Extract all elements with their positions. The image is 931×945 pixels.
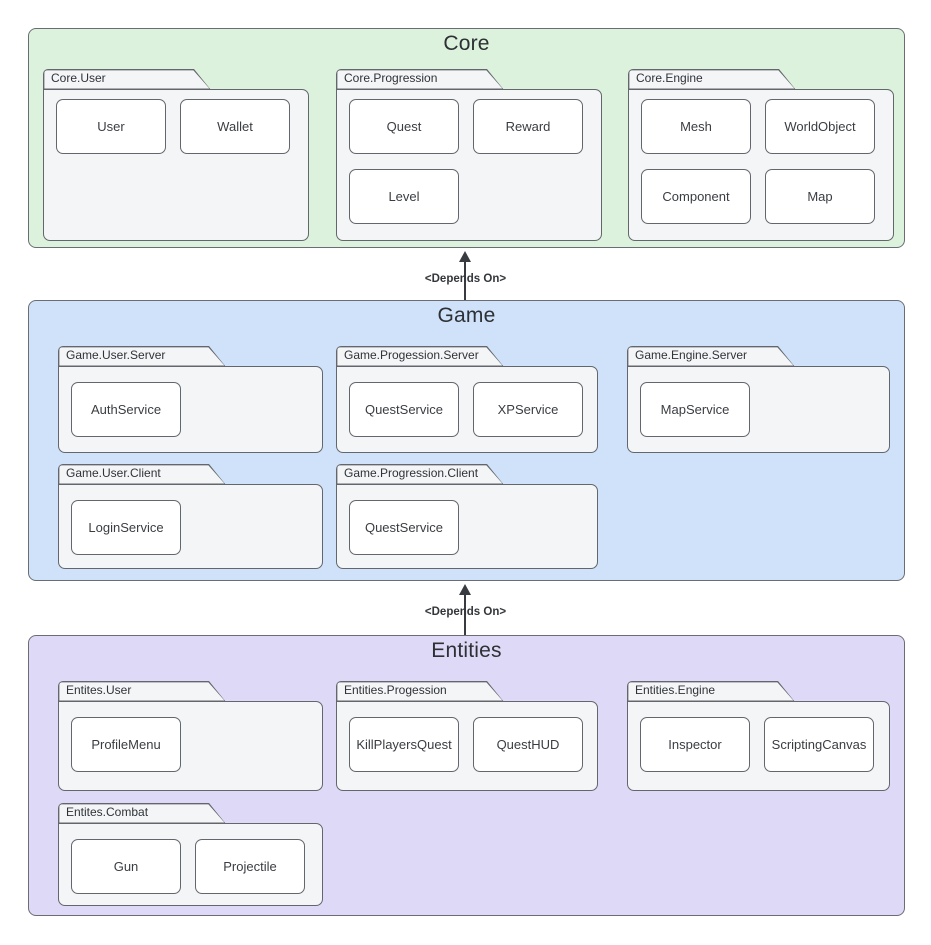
class-box-wallet: Wallet <box>180 98 290 154</box>
class-box-mesh: Mesh <box>641 98 751 154</box>
package-label: Entites.Combat <box>66 805 149 819</box>
layer-entities: Entities Entites.User ProfileMenu Entiti… <box>28 635 905 916</box>
package-label: Game.Progession.Server <box>344 348 479 362</box>
package-tab: Entites.User <box>58 681 226 702</box>
package-body: LoginService <box>58 483 323 569</box>
package-game-engine-server: Game.Engine.Server MapService <box>627 346 890 453</box>
class-box-reward: Reward <box>473 98 583 154</box>
package-body: Gun Projectile <box>58 822 323 906</box>
class-box-questhud: QuestHUD <box>473 716 583 772</box>
package-tab: Game.Progression.Client <box>336 464 504 485</box>
package-label: Game.Progression.Client <box>344 466 479 480</box>
package-game-progession-server: Game.Progession.Server QuestService XPSe… <box>336 346 598 453</box>
package-tab: Game.User.Server <box>58 346 226 367</box>
package-label: Entities.Progession <box>344 683 447 697</box>
package-label: Game.User.Client <box>66 466 161 480</box>
class-box-profilemenu: ProfileMenu <box>71 716 181 772</box>
class-box-worldobject: WorldObject <box>765 98 875 154</box>
package-tab-fill <box>59 804 224 822</box>
package-tab: Core.User <box>43 69 211 90</box>
package-entities-progession: Entities.Progession KillPlayersQuest Que… <box>336 681 598 791</box>
package-label: Game.User.Server <box>66 348 166 362</box>
layer-game-title: Game <box>437 304 496 327</box>
class-box-map: Map <box>765 168 875 224</box>
class-box-questservice-client: QuestService <box>349 499 459 555</box>
package-tab: Game.Progession.Server <box>336 346 504 367</box>
package-tab: Game.Engine.Server <box>627 346 795 367</box>
class-box-authservice: AuthService <box>71 381 181 437</box>
package-tab-fill <box>44 70 209 88</box>
package-tab-fill <box>337 347 502 365</box>
class-box-gun: Gun <box>71 838 181 894</box>
class-box-projectile: Projectile <box>195 838 305 894</box>
package-tab-fill <box>629 70 794 88</box>
package-body: User Wallet <box>43 88 309 241</box>
class-box-killplayersquest: KillPlayersQuest <box>349 716 459 772</box>
package-tab-fill <box>59 347 224 365</box>
package-tab: Entities.Progession <box>336 681 504 702</box>
package-body: QuestService <box>336 483 598 569</box>
package-game-progression-client: Game.Progression.Client QuestService <box>336 464 598 569</box>
package-tab-fill <box>628 682 793 700</box>
package-game-user-server: Game.User.Server AuthService <box>58 346 323 453</box>
class-box-mapservice: MapService <box>640 381 750 437</box>
package-body: QuestService XPService <box>336 365 598 453</box>
package-label: Entities.Engine <box>635 683 716 697</box>
package-tab-fill <box>337 70 502 88</box>
package-core-user: Core.User User Wallet <box>43 69 309 241</box>
class-box-inspector: Inspector <box>640 716 750 772</box>
package-body: Inspector ScriptingCanvas <box>627 700 890 791</box>
package-entities-engine: Entities.Engine Inspector ScriptingCanva… <box>627 681 890 791</box>
class-box-questservice: QuestService <box>349 381 459 437</box>
package-entites-user: Entites.User ProfileMenu <box>58 681 323 791</box>
package-entites-combat: Entites.Combat Gun Projectile <box>58 803 323 906</box>
package-body: ProfileMenu <box>58 700 323 791</box>
package-body: Mesh WorldObject Component Map <box>628 88 894 241</box>
arrow-line <box>464 261 467 300</box>
package-tab-fill <box>337 465 502 483</box>
package-tab: Game.User.Client <box>58 464 226 485</box>
class-box-component: Component <box>641 168 751 224</box>
layer-core-title: Core <box>443 32 490 55</box>
package-core-engine: Core.Engine Mesh WorldObject Component M… <box>628 69 894 241</box>
package-label: Entites.User <box>66 683 132 697</box>
package-tab-fill <box>628 347 793 365</box>
package-game-user-client: Game.User.Client LoginService <box>58 464 323 569</box>
layer-core: Core Core.User User Wallet Core.Progress… <box>28 28 905 248</box>
package-tab: Entities.Engine <box>627 681 795 702</box>
class-box-xpservice: XPService <box>473 381 583 437</box>
package-label: Core.User <box>51 71 106 85</box>
package-tab-fill <box>59 465 224 483</box>
package-tab-fill <box>59 682 224 700</box>
package-tab: Core.Engine <box>628 69 796 90</box>
class-box-scriptingcanvas: ScriptingCanvas <box>764 716 874 772</box>
package-body: Quest Reward Level <box>336 88 602 241</box>
arrow-label: <Depends On> <box>424 273 507 285</box>
package-body: KillPlayersQuest QuestHUD <box>336 700 598 791</box>
package-body: AuthService <box>58 365 323 453</box>
package-core-progression: Core.Progression Quest Reward Level <box>336 69 602 241</box>
package-body: MapService <box>627 365 890 453</box>
class-box-user: User <box>56 98 166 154</box>
package-label: Core.Engine <box>636 71 703 85</box>
class-box-level: Level <box>349 168 459 224</box>
layer-entities-title: Entities <box>431 639 502 662</box>
arrow-head-icon <box>459 584 471 595</box>
class-box-quest: Quest <box>349 98 459 154</box>
arrow-label: <Depends On> <box>424 606 507 618</box>
layer-game: Game Game.User.Server AuthService Game.P… <box>28 300 905 581</box>
package-label: Core.Progression <box>344 71 438 85</box>
package-label: Game.Engine.Server <box>635 348 748 362</box>
package-tab-fill <box>337 682 502 700</box>
package-tab: Core.Progression <box>336 69 504 90</box>
package-tab: Entites.Combat <box>58 803 226 824</box>
class-box-loginservice: LoginService <box>71 499 181 555</box>
arrow-head-icon <box>459 251 471 262</box>
arrow-line <box>464 594 467 635</box>
